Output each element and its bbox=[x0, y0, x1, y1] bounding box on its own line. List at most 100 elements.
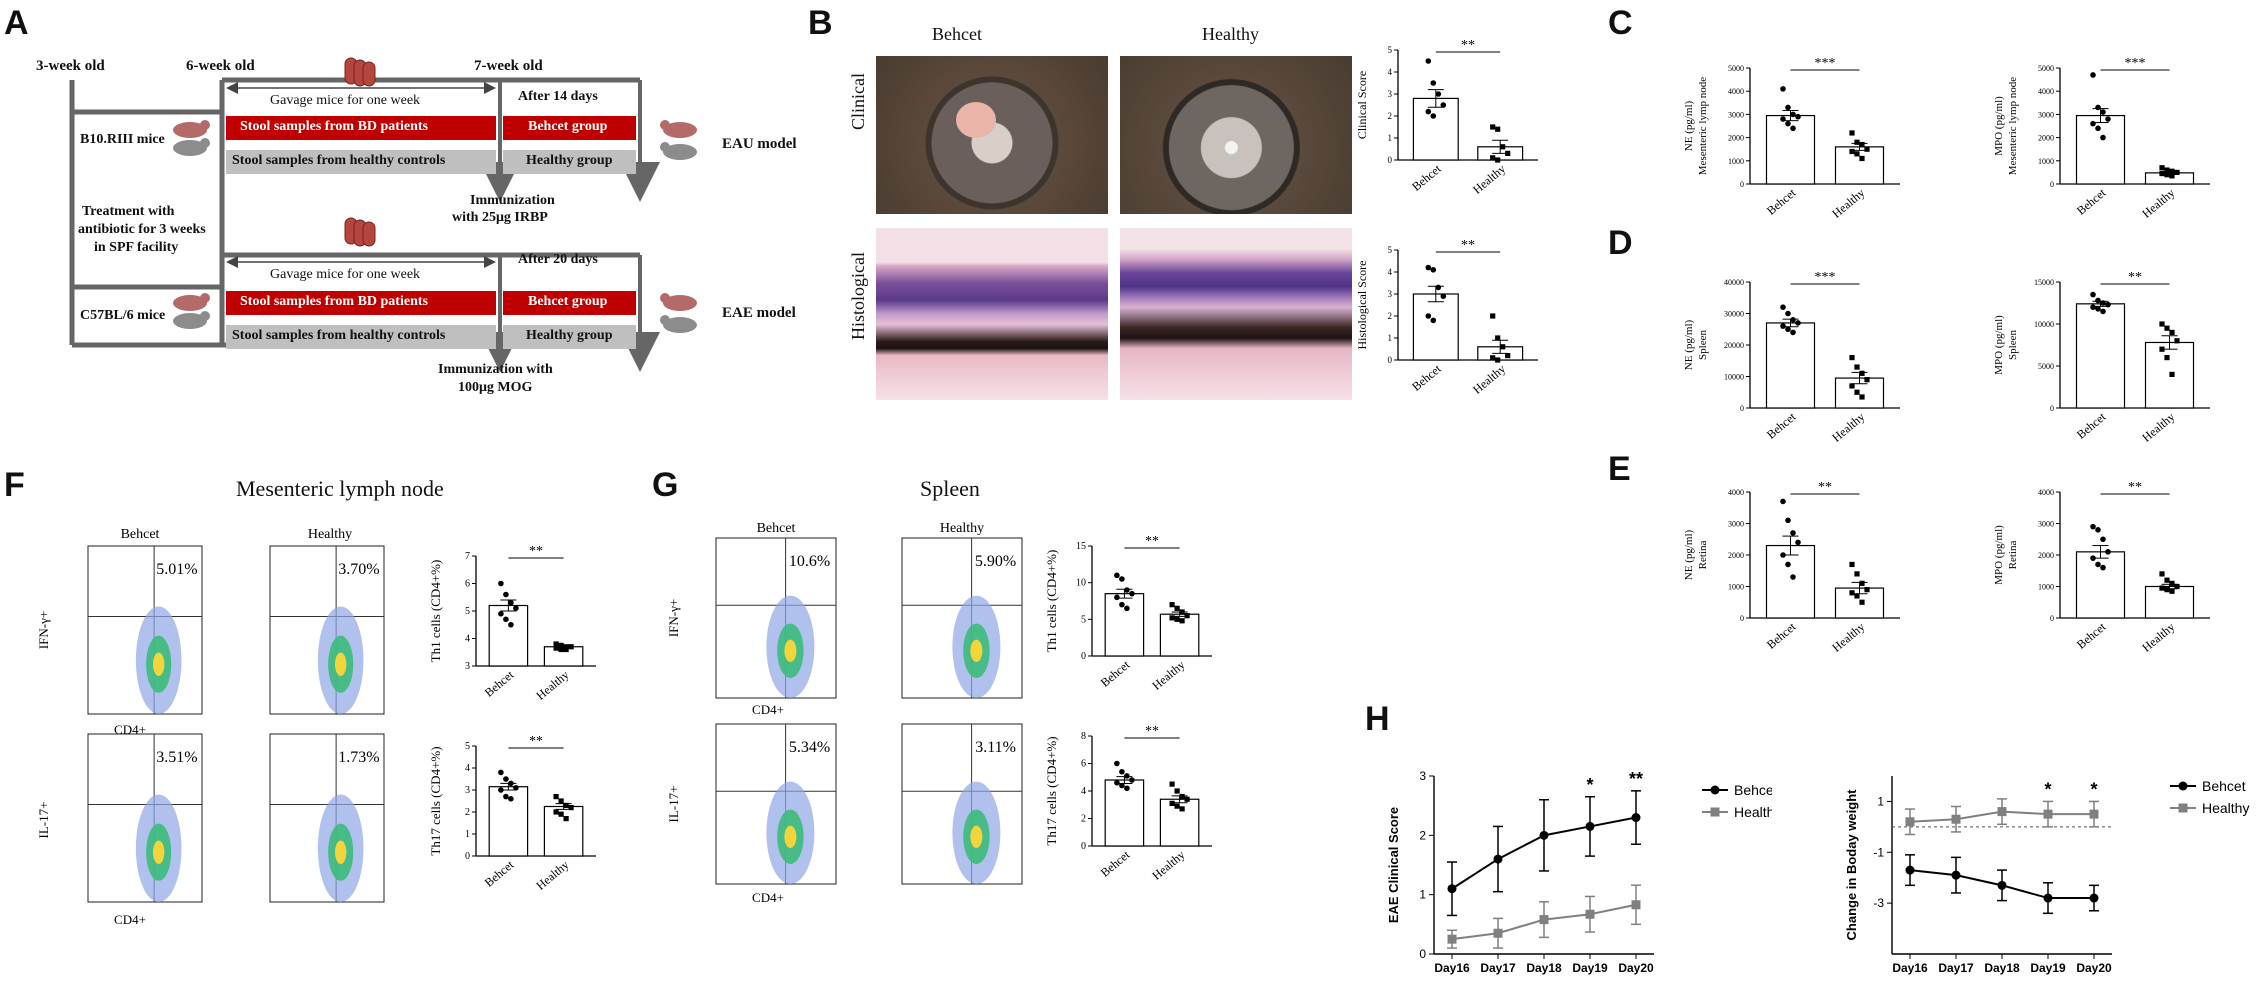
data-point-healthy bbox=[1585, 909, 1595, 919]
flow-percentage: 5.01% bbox=[156, 561, 197, 578]
flow-y-label: IFN-γ+ bbox=[666, 599, 681, 637]
data-point-behcet bbox=[2105, 301, 2111, 308]
y-tick-label: 5000 bbox=[2038, 64, 2054, 73]
imm-irbp-1: Immunization bbox=[470, 193, 555, 208]
y-tick-label: 5000 bbox=[2038, 362, 2054, 371]
y-axis-label: EAE Clinical Score bbox=[1386, 807, 1401, 923]
sig-marker: ** bbox=[529, 734, 543, 749]
y-tick-label: 30000 bbox=[1724, 310, 1744, 319]
data-point-behcet bbox=[1129, 777, 1135, 783]
y-tick-label: 3 bbox=[1388, 289, 1393, 299]
data-point-behcet bbox=[1129, 590, 1135, 597]
y-tick-label: 0 bbox=[1081, 651, 1086, 662]
y-tick-label: 20000 bbox=[1724, 341, 1744, 350]
data-point-behcet bbox=[503, 793, 509, 800]
legend-label: Healthy bbox=[1734, 804, 1772, 820]
data-point-behcet bbox=[1785, 517, 1791, 524]
data-point-behcet bbox=[1114, 779, 1120, 786]
x-tick-label: Behcet bbox=[1764, 185, 1799, 218]
y-axis-label: MPO (pg/ml) bbox=[1993, 96, 2005, 156]
data-point-healthy bbox=[1174, 788, 1180, 794]
data-point-behcet bbox=[1790, 530, 1796, 536]
data-point-behcet bbox=[1440, 293, 1447, 299]
data-point-healthy bbox=[1490, 313, 1496, 319]
sig-marker: ** bbox=[1818, 480, 1832, 495]
data-point-behcet bbox=[1119, 782, 1125, 789]
data-point-behcet bbox=[1780, 498, 1786, 505]
sig-marker: *** bbox=[2125, 56, 2146, 71]
x-tick-label: Day20 bbox=[1618, 961, 1654, 975]
y-tick-label: 5000 bbox=[1728, 64, 1744, 73]
b-row-clinical: Clinical bbox=[848, 73, 868, 130]
data-point-healthy bbox=[563, 816, 569, 822]
data-point-behcet bbox=[1114, 594, 1120, 601]
data-point-healthy bbox=[558, 811, 564, 817]
x-tick-label: Day17 bbox=[1938, 961, 1974, 975]
data-point-behcet bbox=[2090, 304, 2096, 310]
data-point-healthy bbox=[2169, 580, 2175, 586]
legend-marker bbox=[1710, 785, 1720, 795]
y-tick-label: 2 bbox=[1419, 828, 1426, 842]
y-tick-label: 10000 bbox=[2034, 320, 2054, 329]
b-row-histological: Histological bbox=[848, 252, 868, 340]
data-point-healthy bbox=[1505, 150, 1511, 156]
y-tick-label: 3 bbox=[1419, 769, 1426, 783]
x-tick-label: Healthy bbox=[2139, 620, 2177, 655]
bar-behcet bbox=[2075, 303, 2126, 409]
y-tick-label: 4 bbox=[465, 634, 470, 645]
treatment-1: Treatment with bbox=[82, 204, 175, 219]
data-point-behcet bbox=[503, 591, 509, 598]
data-point-healthy bbox=[2164, 325, 2170, 331]
data-point-healthy bbox=[1174, 616, 1180, 622]
eae-model: EAE model bbox=[722, 305, 796, 321]
y-tick-label: 4 bbox=[1388, 67, 1393, 77]
data-point-behcet bbox=[1795, 113, 1801, 120]
data-point-behcet bbox=[2095, 297, 2101, 304]
flow-x-label: CD4+ bbox=[114, 912, 146, 927]
bar-behcet bbox=[1104, 593, 1145, 657]
data-point-behcet bbox=[1785, 561, 1791, 568]
flow-y-label: IL-17+ bbox=[36, 802, 51, 839]
data-point-behcet bbox=[1997, 880, 2007, 890]
data-point-healthy bbox=[1859, 141, 1865, 148]
stool-icon bbox=[344, 217, 376, 247]
y-tick-label: 2 bbox=[465, 807, 470, 818]
bar-behcet bbox=[1765, 544, 1816, 619]
data-point-behcet bbox=[2100, 134, 2106, 141]
y-tick-label: 0 bbox=[1740, 180, 1744, 189]
data-point-healthy bbox=[1169, 615, 1175, 621]
data-point-healthy bbox=[553, 645, 559, 651]
y-tick-label: 1 bbox=[1877, 794, 1884, 808]
data-point-behcet bbox=[1790, 111, 1796, 118]
data-point-behcet bbox=[2095, 527, 2101, 533]
panel-label-h: H bbox=[1365, 700, 1390, 738]
y-axis-label: Clinical Score bbox=[1355, 71, 1369, 139]
imm-mog-2: 100μg MOG bbox=[458, 380, 533, 395]
y-tick-label: 2000 bbox=[2038, 134, 2054, 143]
x-tick-label: Behcet bbox=[2074, 185, 2109, 218]
data-point-healthy bbox=[1849, 561, 1855, 568]
y-tick-label: 0 bbox=[465, 851, 470, 862]
f-title: Mesenteric lymph node bbox=[236, 476, 444, 501]
data-point-healthy bbox=[2164, 587, 2170, 593]
data-point-healthy bbox=[1179, 806, 1185, 812]
flow-percentage: 5.90% bbox=[975, 553, 1016, 570]
bar-behcet bbox=[2075, 114, 2126, 185]
cell-cloud-core bbox=[970, 639, 983, 662]
y-tick-label: 8 bbox=[1081, 731, 1086, 742]
x-tick-label: Behcet bbox=[1098, 847, 1133, 880]
bar-behcet bbox=[1412, 293, 1459, 361]
y-tick-label: 1000 bbox=[2038, 157, 2054, 166]
data-point-behcet bbox=[1435, 91, 1442, 97]
data-point-healthy bbox=[2169, 168, 2175, 174]
data-point-behcet bbox=[2090, 291, 2096, 298]
data-point-behcet bbox=[1430, 267, 1437, 273]
data-point-healthy bbox=[1495, 126, 1501, 132]
y-axis-label: Th17 cells (CD4+%) bbox=[428, 746, 443, 855]
data-point-healthy bbox=[2174, 583, 2180, 590]
data-point-behcet bbox=[1785, 310, 1791, 317]
cell-cloud-core bbox=[784, 825, 797, 848]
